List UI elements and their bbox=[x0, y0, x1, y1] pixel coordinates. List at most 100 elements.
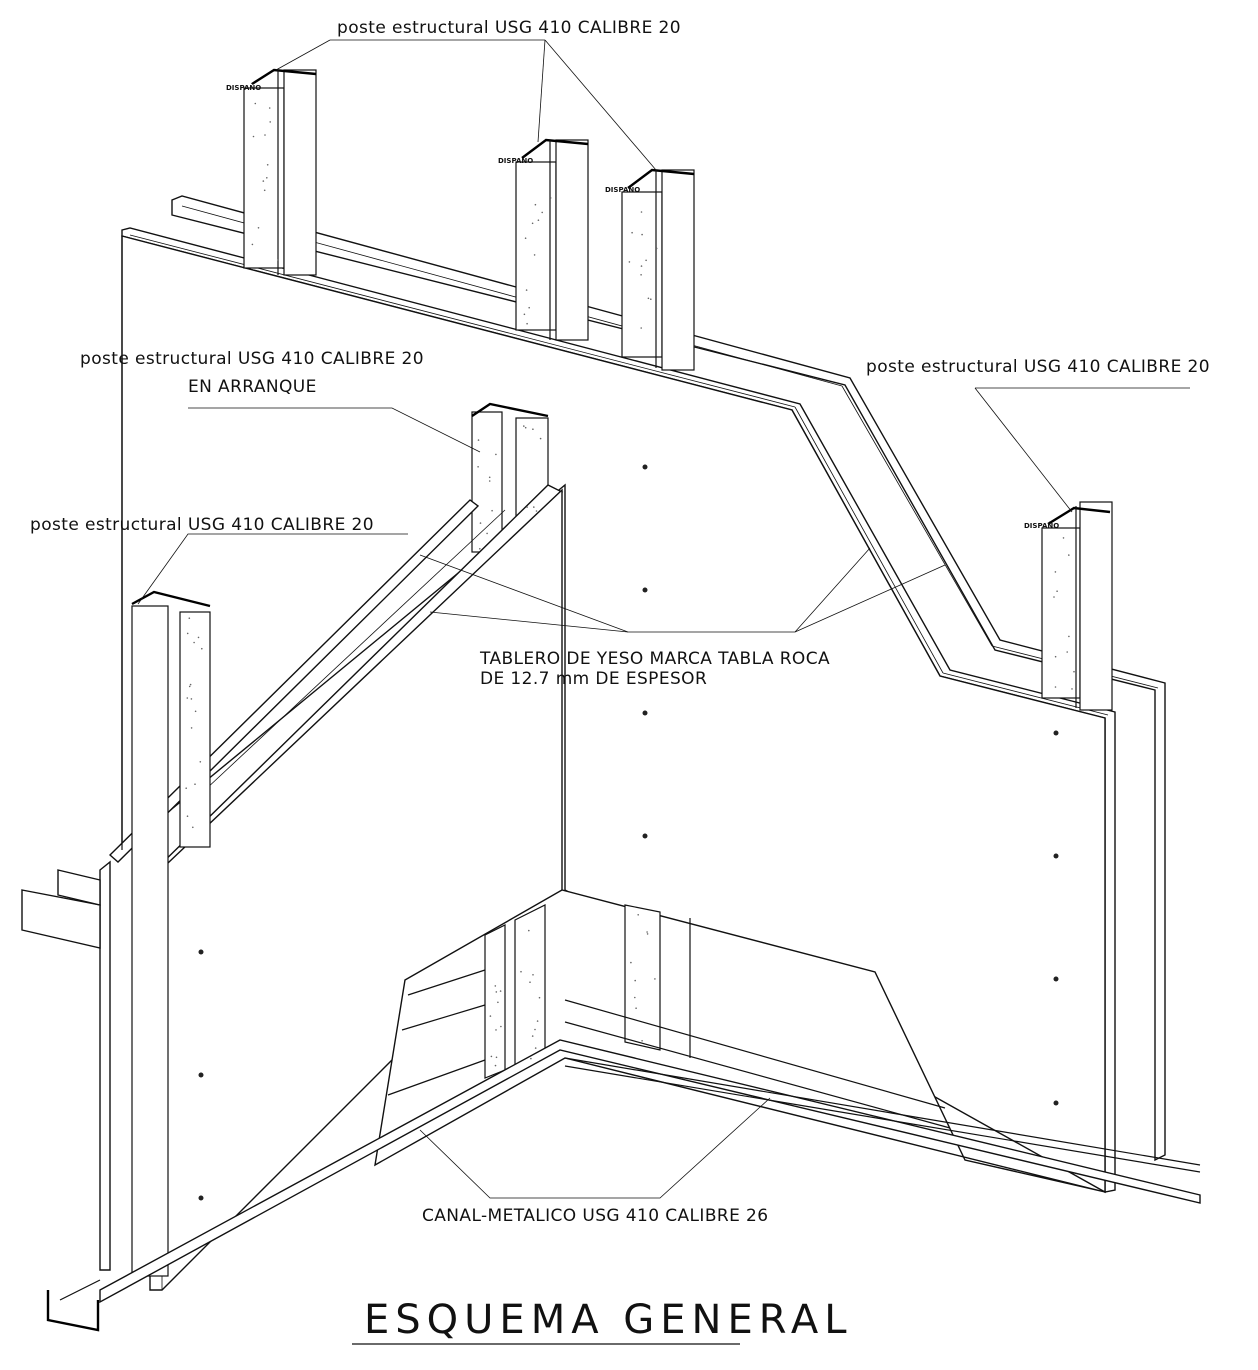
stud-texture-speck bbox=[541, 211, 543, 214]
stud-texture-speck bbox=[1054, 571, 1057, 573]
stud-top-1 bbox=[243, 68, 317, 276]
stud-texture-speck bbox=[190, 698, 193, 700]
stud-texture-speck bbox=[538, 996, 541, 999]
stud-texture-speck bbox=[185, 787, 187, 789]
stud-texture-speck bbox=[494, 1064, 497, 1067]
stud-texture-speck bbox=[499, 990, 502, 992]
stud-texture-speck bbox=[645, 259, 647, 262]
stud-texture-speck bbox=[186, 697, 189, 699]
stud-texture-speck bbox=[479, 548, 481, 550]
drawing-title: ESQUEMA GENERAL bbox=[364, 1297, 853, 1343]
label-channel: CANAL-METALICO USG 410 CALIBRE 26 bbox=[422, 1206, 769, 1226]
stud-texture-speck bbox=[539, 437, 542, 440]
stud-texture-speck bbox=[186, 632, 189, 635]
stud-tag-1: DISPAÑO bbox=[226, 83, 261, 92]
stud-texture-speck bbox=[252, 135, 255, 138]
stud-texture-speck bbox=[532, 428, 534, 431]
stud-texture-speck bbox=[526, 506, 528, 508]
stud-texture-speck bbox=[646, 933, 649, 935]
stud-texture-speck bbox=[641, 1040, 643, 1042]
stud-texture-speck bbox=[1066, 651, 1068, 653]
stud-texture-speck bbox=[549, 197, 552, 199]
stud-texture-speck bbox=[1068, 635, 1070, 638]
stud-texture-speck bbox=[530, 1057, 532, 1060]
stud-texture-speck bbox=[523, 313, 526, 316]
stud-texture-speck bbox=[266, 164, 269, 166]
stud-texture-speck bbox=[631, 231, 633, 234]
label-stud-left: poste estructural USG 410 CALIBRE 20 bbox=[30, 515, 374, 535]
stud-texture-speck bbox=[635, 1007, 637, 1009]
label-board-2: DE 12.7 mm DE ESPESOR bbox=[480, 669, 707, 689]
stud-texture-speck bbox=[490, 1055, 493, 1058]
stud-texture-speck bbox=[536, 1020, 539, 1022]
stud-texture-speck bbox=[640, 274, 642, 276]
stud-texture-speck bbox=[630, 961, 632, 964]
stud-texture-speck bbox=[491, 509, 493, 512]
stud-right bbox=[1041, 501, 1113, 711]
stud-texture-speck bbox=[199, 761, 202, 763]
stud-texture-speck bbox=[186, 815, 189, 817]
stud-texture-speck bbox=[254, 102, 257, 105]
stud-texture-speck bbox=[529, 981, 531, 983]
stud-texture-speck bbox=[634, 996, 636, 999]
stud-texture-speck bbox=[269, 121, 272, 123]
stud-left bbox=[131, 590, 211, 1277]
stud-texture-speck bbox=[628, 261, 631, 263]
stud-texture-speck bbox=[194, 783, 196, 785]
stud-texture-speck bbox=[189, 683, 192, 686]
stud-texture-speck bbox=[479, 522, 482, 524]
stud-texture-speck bbox=[533, 254, 536, 256]
stud-texture-speck bbox=[1062, 537, 1065, 539]
stud-texture-speck bbox=[528, 929, 530, 932]
stud-texture-speck bbox=[194, 710, 197, 713]
stud-texture-speck bbox=[640, 211, 643, 213]
stud-texture-speck bbox=[197, 636, 200, 639]
stud-texture-speck bbox=[488, 476, 491, 479]
stud-texture-speck bbox=[495, 1029, 497, 1031]
stud-texture-speck bbox=[262, 180, 265, 182]
label-stud-top: poste estructural USG 410 CALIBRE 20 bbox=[337, 18, 681, 38]
stud-tag-4: DISPAÑO bbox=[1024, 521, 1059, 530]
stud-texture-speck bbox=[531, 1035, 534, 1037]
stud-texture-speck bbox=[1056, 590, 1058, 592]
stud-texture-speck bbox=[634, 979, 636, 982]
stud-texture-speck bbox=[1053, 596, 1055, 598]
bottom-channel bbox=[46, 1039, 1201, 1332]
stud-texture-speck bbox=[528, 306, 530, 309]
stud-texture-speck bbox=[268, 107, 271, 109]
stud-texture-speck bbox=[525, 289, 528, 291]
label-board-1: TABLERO DE YESO MARCA TABLA ROCA bbox=[479, 649, 830, 669]
stud-texture-speck bbox=[495, 453, 497, 456]
stud-texture-speck bbox=[266, 177, 268, 179]
stud-texture-speck bbox=[640, 265, 643, 267]
stud-texture-speck bbox=[500, 1025, 502, 1028]
stud-texture-speck bbox=[1073, 670, 1075, 673]
stud-texture-speck bbox=[532, 974, 534, 976]
stud-texture-speck bbox=[524, 237, 527, 239]
stud-texture-speck bbox=[488, 480, 491, 482]
stud-texture-speck bbox=[535, 510, 538, 512]
stud-texture-speck bbox=[193, 641, 195, 644]
stud-texture-speck bbox=[1054, 686, 1057, 688]
stud-texture-speck bbox=[188, 617, 191, 619]
stud-top-3 bbox=[621, 168, 695, 371]
stud-texture-speck bbox=[192, 826, 194, 829]
stud-texture-speck bbox=[486, 532, 488, 535]
stud-texture-speck bbox=[495, 1056, 498, 1059]
stud-texture-speck bbox=[647, 297, 650, 300]
stud-texture-speck bbox=[640, 327, 642, 329]
stud-texture-speck bbox=[534, 203, 537, 206]
stud-texture-speck bbox=[637, 914, 639, 916]
stud-texture-speck bbox=[1068, 554, 1070, 556]
stud-texture-speck bbox=[531, 222, 534, 225]
left-side-rails bbox=[21, 236, 123, 1271]
label-stud-start-2: EN ARRANQUE bbox=[188, 377, 317, 397]
screw-row-rear bbox=[642, 464, 1059, 1106]
stud-top-2 bbox=[515, 138, 589, 341]
stud-texture-speck bbox=[520, 970, 522, 973]
stud-texture-speck bbox=[201, 647, 203, 650]
stud-texture-speck bbox=[497, 1001, 499, 1004]
stud-texture-speck bbox=[264, 134, 266, 136]
